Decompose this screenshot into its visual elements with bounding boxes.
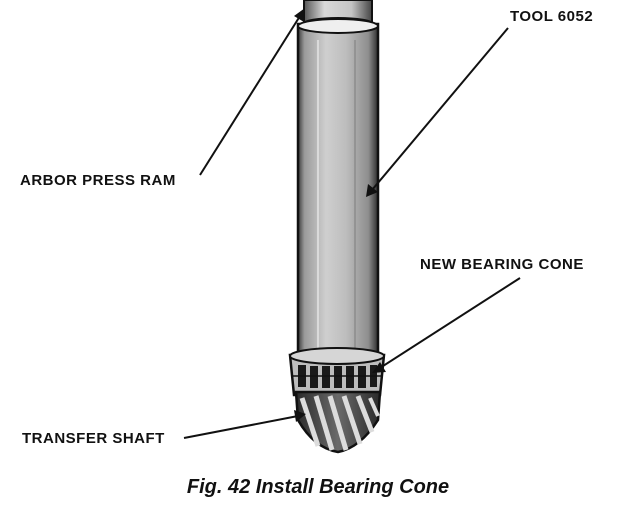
callout-new-bearing-cone: NEW BEARING CONE [420,256,584,273]
figure-caption: Fig. 42 Install Bearing Cone [186,476,450,498]
tool-6052-tube [296,18,380,366]
callout-transfer-shaft: TRANSFER SHAFT [22,430,165,447]
leader-tool [366,27,509,197]
callout-arbor-press-ram: ARBOR PRESS RAM [20,172,176,189]
transfer-shaft-gear [294,390,382,454]
leader-bearing-cone [372,277,521,373]
callout-tool-6052: TOOL 6052 [510,8,594,25]
leader-transfer-shaft [183,410,306,439]
bearing-cone [288,347,386,397]
leader-arbor-ram [199,8,305,176]
